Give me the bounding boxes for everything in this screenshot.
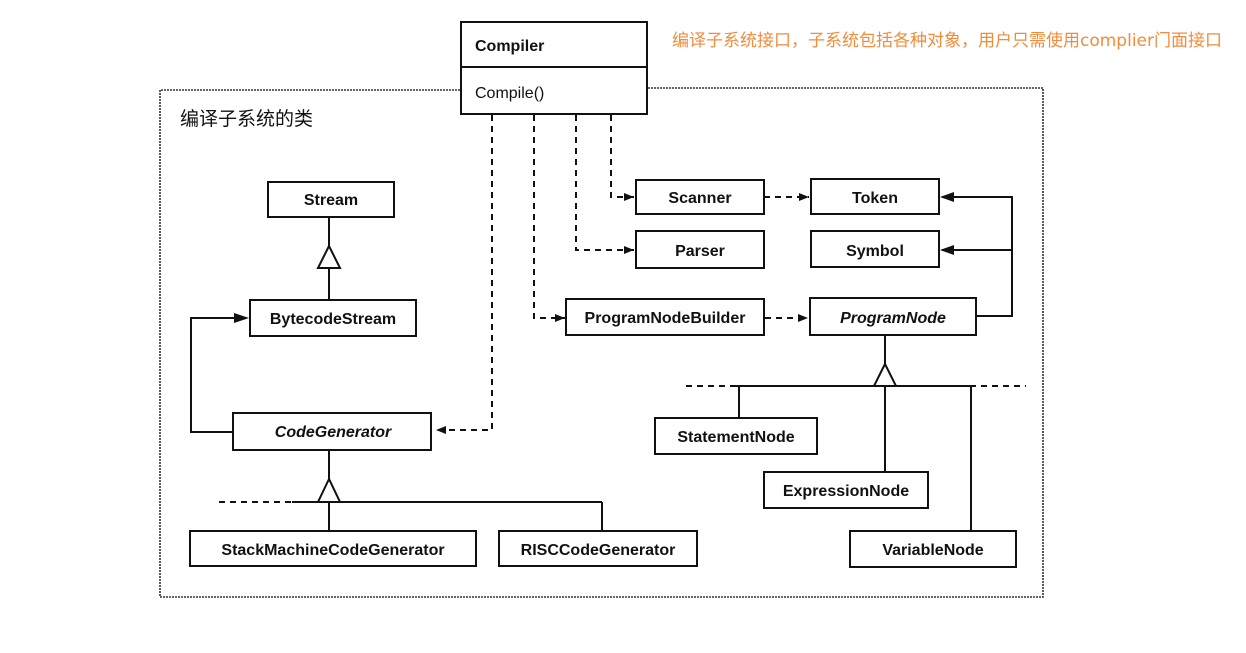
subsystem-frame bbox=[159, 87, 1044, 598]
svg-text:Token: Token bbox=[852, 190, 898, 207]
svg-text:BytecodeStream: BytecodeStream bbox=[270, 311, 396, 328]
svg-text:ProgramNodeBuilder: ProgramNodeBuilder bbox=[585, 310, 746, 327]
compiler-class[interactable]: Compiler Compile() bbox=[460, 21, 648, 115]
statementnode-class[interactable]: StatementNode bbox=[654, 417, 818, 455]
svg-text:VariableNode: VariableNode bbox=[882, 542, 983, 559]
parser-class[interactable]: Parser bbox=[635, 230, 765, 269]
svg-text:Stream: Stream bbox=[304, 192, 358, 209]
variablenode-class[interactable]: VariableNode bbox=[849, 530, 1017, 568]
compiler-class-name: Compiler bbox=[475, 38, 544, 55]
scanner-class[interactable]: Scanner bbox=[635, 179, 765, 215]
svg-text:ProgramNode: ProgramNode bbox=[840, 310, 946, 327]
programnode-class[interactable]: ProgramNode bbox=[809, 297, 977, 336]
stream-class[interactable]: Stream bbox=[267, 181, 395, 218]
package-label: 编译子系统的类 bbox=[180, 108, 313, 130]
bytecodestream-class[interactable]: BytecodeStream bbox=[249, 299, 417, 337]
token-class[interactable]: Token bbox=[810, 178, 940, 215]
expressionnode-class[interactable]: ExpressionNode bbox=[763, 471, 929, 509]
dependency-compiler-scanner bbox=[610, 115, 634, 201]
symbol-class[interactable]: Symbol bbox=[810, 230, 940, 268]
svg-text:Parser: Parser bbox=[675, 243, 725, 260]
svg-text:StatementNode: StatementNode bbox=[677, 429, 794, 446]
dependency-compiler-codegenerator bbox=[436, 115, 493, 434]
svg-text:CodeGenerator: CodeGenerator bbox=[275, 424, 392, 441]
association-codegenerator-bytecodestream bbox=[190, 317, 236, 433]
dependency-compiler-programnodebuilder bbox=[533, 115, 565, 322]
dependency-compiler-parser bbox=[575, 115, 634, 254]
svg-text:RISCCodeGenerator: RISCCodeGenerator bbox=[521, 542, 676, 559]
svg-text:ExpressionNode: ExpressionNode bbox=[783, 483, 909, 500]
risccodegenerator-class[interactable]: RISCCodeGenerator bbox=[498, 530, 698, 567]
codegenerator-class[interactable]: CodeGenerator bbox=[232, 412, 432, 451]
svg-text:Symbol: Symbol bbox=[846, 243, 904, 260]
inheritance-triangle-programnode bbox=[872, 361, 898, 387]
svg-text:StackMachineCodeGenerator: StackMachineCodeGenerator bbox=[221, 542, 444, 559]
annotation-note: 编译子系统接口，子系统包括各种对象，用户只需使用complier门面接口 bbox=[672, 31, 1222, 51]
programnodebuilder-class[interactable]: ProgramNodeBuilder bbox=[565, 298, 765, 336]
compile-method: Compile() bbox=[475, 85, 544, 102]
inheritance-triangle-codegenerator bbox=[316, 476, 342, 503]
association-programnode-token-symbol bbox=[942, 196, 1013, 317]
svg-text:Scanner: Scanner bbox=[668, 190, 731, 207]
stackmachinecodegenerator-class[interactable]: StackMachineCodeGenerator bbox=[189, 530, 477, 567]
inheritance-triangle-stream bbox=[316, 243, 342, 269]
